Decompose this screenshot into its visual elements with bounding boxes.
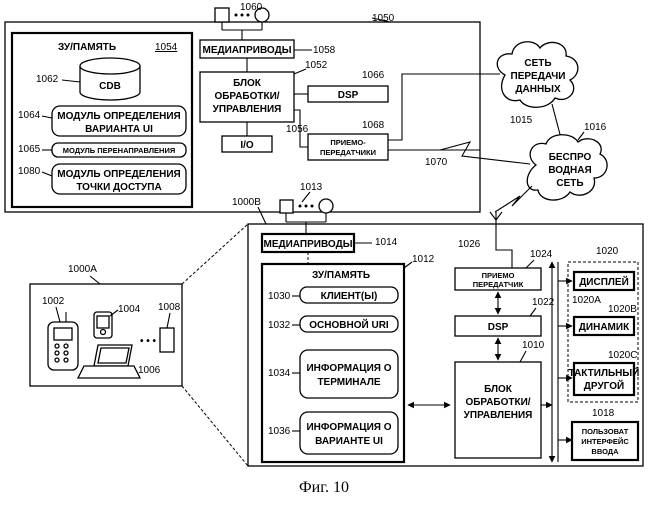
bottom-media-devices-ref: 1013 bbox=[300, 182, 323, 193]
devices-ref: 1000A bbox=[68, 264, 97, 275]
wireless-zigzag-bottom bbox=[495, 186, 532, 212]
client-ref: 1030 bbox=[268, 291, 291, 302]
bottom-dsp-ref: 1022 bbox=[532, 297, 555, 308]
redirect-module-label: МОДУЛЬ ПЕРЕНАПРАВЛЕНИЯ bbox=[63, 146, 176, 155]
base-uri-ref: 1032 bbox=[268, 320, 291, 331]
bottom-transceiver-line2: ПЕРЕДАТЧИК bbox=[473, 280, 524, 289]
top-memory: ЗУ/ПАМЯТЬ 1054 CDB 1062 МОДУЛЬ ОПРЕДЕЛЕН… bbox=[12, 33, 192, 207]
access-point-module-ref: 1080 bbox=[18, 166, 41, 177]
access-point-module-line2: ТОЧКИ ДОСТУПА bbox=[76, 182, 161, 193]
top-memory-ref: 1054 bbox=[155, 42, 178, 53]
other-device-icon bbox=[160, 328, 174, 352]
top-dsp-label: DSP bbox=[338, 90, 359, 101]
top-device: 1050 ЗУ/ПАМЯТЬ 1054 CDB 1062 МОДУЛЬ ОПРЕ… bbox=[5, 2, 500, 212]
ui-variant-module-ref: 1064 bbox=[18, 110, 41, 121]
cdb-cylinder: CDB bbox=[80, 58, 140, 100]
client-label: КЛИЕНТ(Ы) bbox=[321, 291, 378, 302]
bottom-dsp-label: DSP bbox=[488, 322, 509, 333]
user-input-line2: ИНТЕРФЕЙС bbox=[581, 437, 629, 446]
wireless-network-line1: БЕСПРО bbox=[549, 152, 592, 163]
bottom-control-line3: УПРАВЛЕНИЯ bbox=[464, 410, 533, 421]
phone-ref: 1002 bbox=[42, 296, 65, 307]
top-link-ref: 1070 bbox=[425, 157, 448, 168]
ui-variant-info-ref: 1036 bbox=[268, 426, 291, 437]
zoom-line-top bbox=[182, 224, 248, 284]
ui-variant-info-block bbox=[300, 412, 398, 454]
ui-variant-info-line2: ВАРИАНТЕ UI bbox=[315, 436, 383, 447]
ui-variant-module-line2: ВАРИАНТА UI bbox=[85, 124, 153, 135]
zoom-line-bottom bbox=[182, 386, 248, 466]
data-network-line3: ДАННЫХ bbox=[515, 84, 561, 95]
speaker-ref: 1020B bbox=[608, 304, 637, 315]
terminal-info-line2: ТЕРМИНАЛЕ bbox=[317, 377, 380, 388]
bottom-control-line2: ОБРАБОТКИ/ bbox=[465, 397, 530, 408]
antenna-ref: 1026 bbox=[458, 239, 481, 250]
wireless-network-ref: 1016 bbox=[584, 122, 607, 133]
devices-dots: • • • bbox=[140, 336, 157, 347]
top-control-line3: УПРАВЛЕНИЯ bbox=[213, 104, 282, 115]
top-transceivers-line2: ПЕРЕДАТЧИКИ bbox=[320, 148, 376, 157]
bottom-memory-title: ЗУ/ПАМЯТЬ bbox=[312, 270, 370, 281]
ui-variant-module-line1: МОДУЛЬ ОПРЕДЕЛЕНИЯ bbox=[57, 111, 180, 122]
bottom-transceiver-line1: ПРИЕМО bbox=[482, 271, 515, 280]
top-media-square-icon bbox=[215, 8, 229, 22]
pda-icon bbox=[94, 312, 112, 338]
tactile-line1: ТАКТИЛЬНЫЙ bbox=[569, 366, 640, 379]
user-input-ref: 1018 bbox=[592, 408, 615, 419]
user-input-line1: ПОЛЬЗОВАТ bbox=[582, 427, 629, 436]
top-transceivers-ref: 1068 bbox=[362, 120, 385, 131]
top-dsp-ref: 1066 bbox=[362, 70, 385, 81]
tactile-ref: 1020C bbox=[608, 350, 637, 361]
top-control-line2: ОБРАБОТКИ/ bbox=[214, 91, 279, 102]
wireless-network: БЕСПРО ВОДНАЯ СЕТЬ 1016 bbox=[527, 122, 607, 200]
bottom-media-drives-ref: 1014 bbox=[375, 237, 398, 248]
bottom-media-drives-label: МЕДИАПРИВОДЫ bbox=[264, 239, 353, 250]
laptop-ref: 1006 bbox=[138, 365, 161, 376]
top-io-ref: 1056 bbox=[286, 124, 309, 135]
data-network-line1: СЕТЬ bbox=[524, 58, 551, 69]
top-media-drives-label: МЕДИАПРИВОДЫ bbox=[203, 45, 292, 56]
pda-ref: 1004 bbox=[118, 304, 141, 315]
wireless-network-line3: СЕТЬ bbox=[556, 178, 583, 189]
bottom-memory-ref: 1012 bbox=[412, 254, 435, 265]
bottom-media-square-icon bbox=[280, 200, 293, 213]
bottom-device-ref: 1000B bbox=[232, 197, 261, 208]
tactile-line2: ДРУГОЙ bbox=[584, 379, 624, 392]
access-point-module-line1: МОДУЛЬ ОПРЕДЕЛЕНИЯ bbox=[57, 169, 180, 180]
top-media-drives-ref: 1058 bbox=[313, 45, 336, 56]
bottom-transceiver-ref: 1024 bbox=[530, 249, 553, 260]
top-media-devices-ref: 1060 bbox=[240, 2, 263, 13]
bottom-media-circle-icon bbox=[319, 199, 333, 213]
output-group-ref: 1020 bbox=[596, 246, 619, 257]
data-network-ref: 1015 bbox=[510, 115, 533, 126]
bottom-control-line1: БЛОК bbox=[484, 384, 513, 395]
bottom-control-ref: 1010 bbox=[522, 340, 545, 351]
bottom-device: 1000B МЕДИАПРИВОДЫ 1014 1013 ЗУ/ПАМЯТЬ 1… bbox=[232, 182, 643, 466]
redirect-module-ref: 1065 bbox=[18, 144, 41, 155]
wireless-network-line2: ВОДНАЯ bbox=[548, 165, 591, 176]
figure-caption: Фиг. 10 bbox=[299, 479, 349, 496]
terminal-info-block bbox=[300, 350, 398, 398]
data-network-line2: ПЕРЕДАЧИ bbox=[511, 71, 566, 82]
terminal-info-ref: 1034 bbox=[268, 368, 291, 379]
speaker-label: ДИНАМИК bbox=[579, 322, 630, 333]
base-uri-label: ОСНОВНОЙ URI bbox=[309, 318, 389, 331]
data-network: СЕТЬ ПЕРЕДАЧИ ДАННЫХ 1015 bbox=[497, 42, 578, 126]
display-label: ДИСПЛЕЙ bbox=[579, 275, 629, 288]
ui-variant-info-line1: ИНФОРМАЦИЯ О bbox=[306, 422, 391, 433]
top-io-label: I/O bbox=[240, 140, 254, 151]
cdb-ref: 1062 bbox=[36, 74, 59, 85]
top-control-line1: БЛОК bbox=[233, 78, 262, 89]
top-memory-title: ЗУ/ПАМЯТЬ bbox=[58, 42, 116, 53]
devices-group: 1000A 1002 1004 • • • 1008 bbox=[30, 264, 182, 386]
top-control-ref: 1052 bbox=[305, 60, 328, 71]
user-input-line3: ВВОДА bbox=[591, 447, 619, 456]
terminal-info-line1: ИНФОРМАЦИЯ О bbox=[306, 363, 391, 374]
top-transceivers-line1: ПРИЕМО- bbox=[330, 138, 366, 147]
cdb-label: CDB bbox=[99, 81, 121, 92]
display-ref: 1020A bbox=[572, 295, 601, 306]
other-device-ref: 1008 bbox=[158, 302, 181, 313]
